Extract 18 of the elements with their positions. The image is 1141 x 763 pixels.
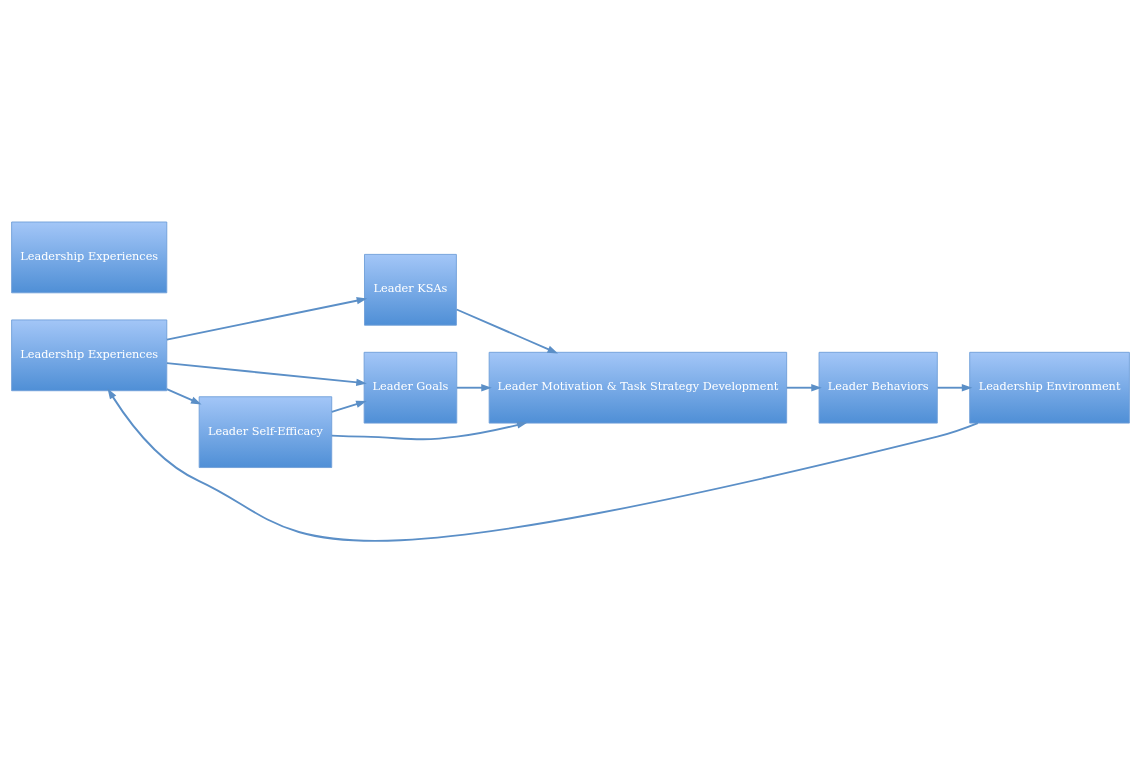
arrow: [456, 384, 492, 392]
node-box: Leader Goals: [363, 351, 458, 424]
node-box: Leader Motivation & Task Strategy Development: [488, 351, 788, 424]
node-box: Leader Behaviors: [818, 351, 938, 424]
arrow: [785, 384, 822, 392]
arrow: [165, 388, 202, 405]
node-box: Leader KSAs: [364, 253, 457, 326]
arrow: [330, 421, 528, 441]
node-box: Leadership Experiences: [11, 319, 168, 392]
arrow: [166, 297, 368, 341]
node-box: Leadership Experiences: [11, 221, 168, 294]
node-box: Leader Self-Efficacy: [198, 396, 333, 468]
arrow: [455, 308, 559, 354]
arrow: [330, 400, 367, 413]
arrow: [936, 384, 973, 392]
arrow: [166, 362, 367, 386]
node-box: Leadership Environment: [969, 351, 1130, 424]
arrow: [107, 388, 979, 542]
